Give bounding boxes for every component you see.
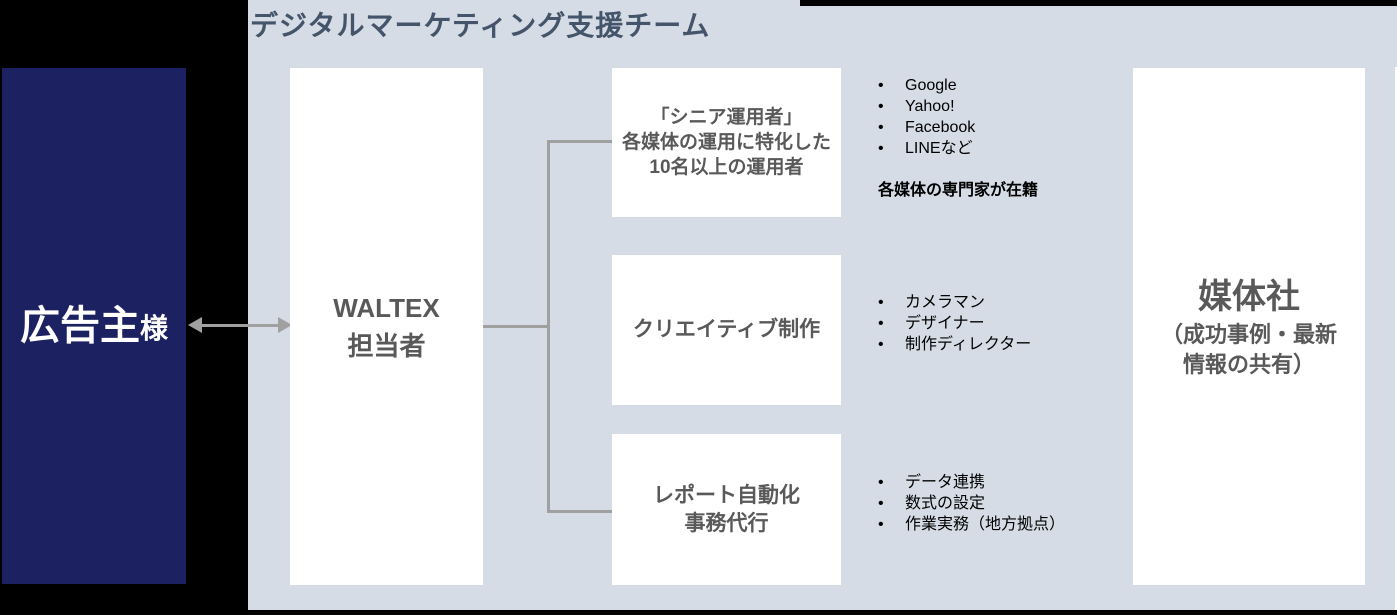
right-edge-sliver — [1395, 67, 1397, 610]
connector-bottom-stub — [549, 510, 612, 513]
arrow-left-head-icon — [188, 317, 202, 333]
connector-waltex-trunk — [483, 325, 549, 328]
media-company-sub-2: 情報の共有） — [1182, 351, 1315, 377]
bullet-item: 作業実務（地方拠点） — [872, 515, 1065, 535]
team-2-line-1: クリエイティブ制作 — [632, 318, 821, 341]
advertiser-box: 広告主様 — [2, 68, 186, 584]
bullet-item: Yahoo! — [872, 97, 1038, 117]
panel-title: デジタルマーケティング支援チーム — [250, 10, 711, 41]
experts-note: 各媒体の専門家が在籍 — [878, 182, 1039, 199]
bullet-item: LINEなど — [872, 139, 1038, 159]
bullet-item: 制作ディレクター — [872, 335, 1031, 355]
team-1-line-2: 各媒体の運用に特化した — [621, 132, 831, 153]
team-box-creative: クリエイティブ制作 — [612, 255, 841, 405]
bullet-list-creative-roles: カメラマン デザイナー 制作ディレクター — [872, 293, 1031, 356]
connector-trunk — [547, 140, 550, 513]
connector-top-stub — [549, 140, 612, 143]
team-1-line-3: 10名以上の運用者 — [649, 157, 804, 178]
bullet-item: デザイナー — [872, 314, 1031, 334]
waltex-name: WALTEX — [333, 292, 440, 323]
team-3-line-2: 事務代行 — [684, 511, 769, 535]
media-company-box: 媒体社 （成功事例・最新 情報の共有） — [1133, 68, 1365, 585]
bullet-item: 数式の設定 — [872, 494, 1065, 514]
waltex-role: 担当者 — [347, 330, 426, 361]
bullet-item: データ連携 — [872, 473, 1065, 493]
team-box-senior-operators: 「シニア運用者」 各媒体の運用に特化した 10名以上の運用者 — [612, 68, 841, 217]
media-company-sub-1: （成功事例・最新 — [1160, 321, 1337, 347]
bullet-list-reporting-tasks: データ連携 数式の設定 作業実務（地方拠点） — [872, 473, 1065, 536]
bullet-list-media-platforms: Google Yahoo! Facebook LINEなど 各媒体の専門家が在籍 — [872, 76, 1038, 200]
two-way-arrow — [188, 317, 292, 335]
bullet-item: Google — [872, 76, 1038, 96]
team-3-line-1: レポート自動化 — [653, 483, 800, 507]
arrow-right-head-icon — [278, 317, 292, 333]
team-1-line-1: 「シニア運用者」 — [650, 107, 803, 128]
waltex-box: WALTEX 担当者 — [290, 68, 483, 585]
bullet-item: カメラマン — [872, 293, 1031, 313]
arrow-shaft — [199, 324, 281, 327]
team-box-reporting: レポート自動化 事務代行 — [612, 434, 841, 585]
advertiser-name: 広告主 — [19, 304, 140, 348]
media-company-name: 媒体社 — [1198, 277, 1300, 316]
bullet-item: Facebook — [872, 118, 1038, 138]
top-black-strip — [800, 0, 1397, 6]
advertiser-honorific: 様 — [139, 313, 168, 344]
